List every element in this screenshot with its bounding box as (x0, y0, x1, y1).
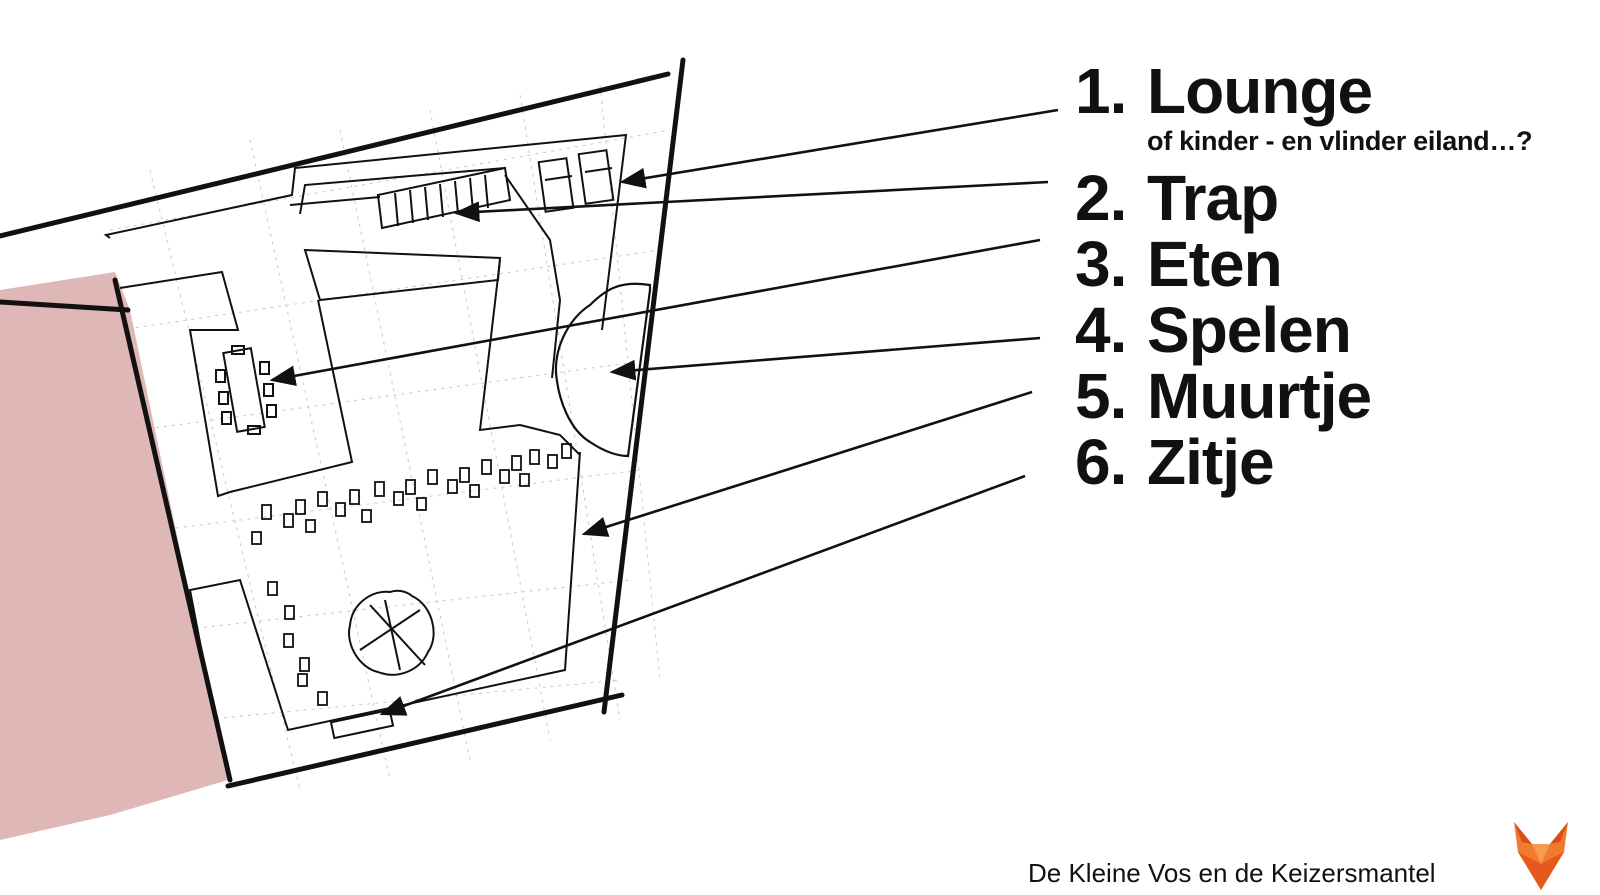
arrow-trap (453, 180, 1049, 223)
arrow-zitje (379, 474, 1026, 716)
lounge-chairs (537, 149, 615, 213)
bench (329, 708, 395, 740)
legend-label: Trap (1147, 162, 1279, 234)
callout-arrows (269, 108, 1059, 716)
dotted-grid (109, 84, 671, 791)
fox-head-icon (1514, 822, 1568, 890)
terrace-outlines (103, 133, 628, 732)
arrow-spelen (609, 336, 1041, 381)
play-area-outline (554, 282, 652, 458)
legend-number: 1. (1075, 55, 1127, 127)
legend-number: 4. (1075, 294, 1127, 366)
neighbor-area (0, 272, 228, 840)
legend-item-trap: 2. Trap (1075, 165, 1595, 231)
lounge-subtitle: of kinder - en vlinder eiland…? (1147, 126, 1533, 156)
tree-icon (348, 589, 435, 676)
dining-table (215, 345, 277, 435)
legend-label: Muurtje (1147, 360, 1372, 432)
legend: 1. Lounge of kinder - en vlinder eiland…?… (1075, 58, 1595, 495)
brand-footer: De Kleine Vos en de Keizersmantel (1028, 858, 1436, 888)
arrow-eten (269, 238, 1041, 387)
legend-label: Spelen (1147, 294, 1352, 366)
legend-number: 3. (1075, 228, 1127, 300)
legend-label: Eten (1147, 228, 1283, 300)
legend-number: 6. (1075, 426, 1127, 498)
legend-item-eten: 3. Eten (1075, 231, 1595, 297)
arrow-muurtje (581, 390, 1033, 537)
legend-number: 2. (1075, 162, 1127, 234)
legend-item-lounge: 1. Lounge (1075, 58, 1595, 124)
legend-item-muurtje: 5. Muurtje (1075, 363, 1595, 429)
legend-number: 5. (1075, 360, 1127, 432)
stepping-stones (251, 443, 572, 706)
legend-item-spelen: 4. Spelen (1075, 297, 1595, 363)
legend-item-zitje: 6. Zitje (1075, 429, 1595, 495)
arrow-lounge (619, 108, 1059, 189)
legend-label: Zitje (1147, 426, 1275, 498)
legend-label: Lounge (1147, 55, 1373, 127)
